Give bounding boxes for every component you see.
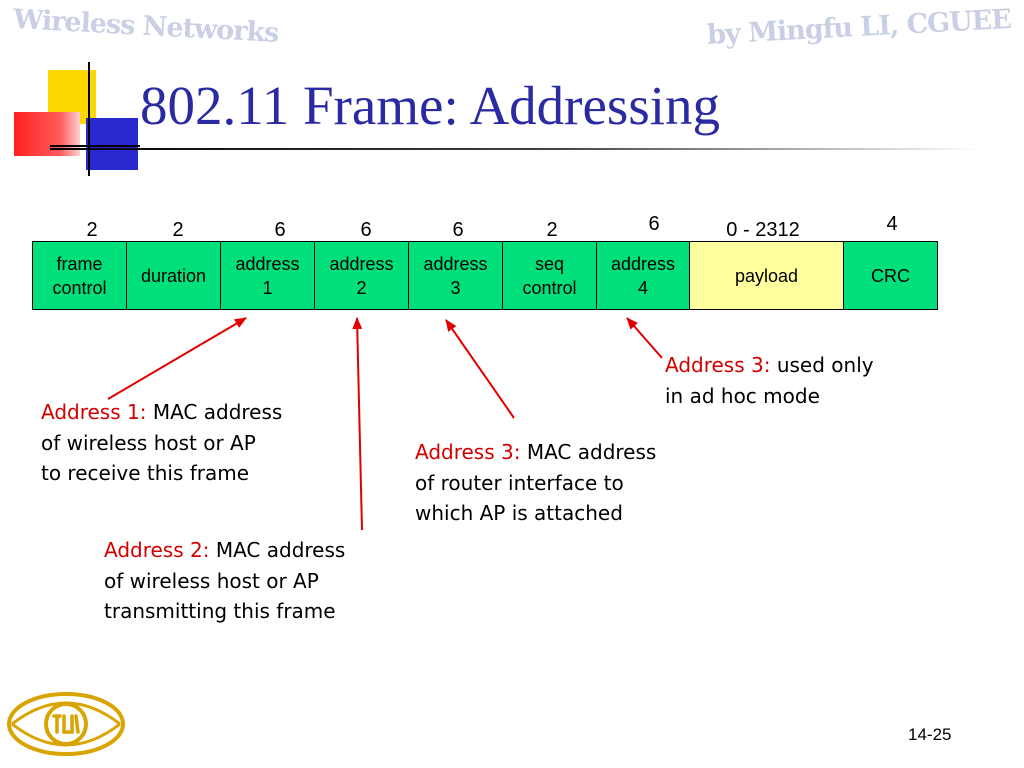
- field-duration: duration: [126, 241, 221, 310]
- field-frame-control: frame control: [32, 241, 127, 310]
- field-address-1: address 1: [220, 241, 315, 310]
- field-address-4: address 4: [596, 241, 690, 310]
- field-size-crc: 4: [886, 213, 898, 235]
- university-logo: [7, 692, 125, 756]
- arrow-address-4: [626, 317, 663, 359]
- field-size-duration: 2: [172, 219, 184, 241]
- page-number: 14-25: [908, 725, 952, 744]
- arrow-address-3: [445, 319, 515, 419]
- field-address-2: address 2: [314, 241, 409, 310]
- annotation-address-3: Address 3: MAC address of router interfa…: [415, 440, 657, 525]
- field-size-frame-control: 2: [86, 219, 98, 241]
- field-size-payload: 0 - 2312: [726, 219, 800, 241]
- field-size-seq-control: 2: [546, 219, 558, 241]
- title-divider: [50, 148, 980, 150]
- field-size-address-1: 6: [274, 219, 286, 241]
- field-size-address-3: 6: [452, 219, 464, 241]
- annotation-address-1: Address 1: MAC address of wireless host …: [41, 400, 283, 485]
- field-address-3: address 3: [408, 241, 503, 310]
- header-author: by Mingfu LI, CGUEE: [706, 4, 1012, 51]
- field-size-address-2: 6: [360, 219, 372, 241]
- annotation-address-2: Address 2: MAC address of wireless host …: [104, 538, 346, 623]
- arrow-address-2: [352, 317, 363, 531]
- title-decoration: [14, 62, 140, 176]
- annotation-address-4: Address 3: used only in ad hoc mode: [665, 353, 874, 408]
- field-seq-control: seq control: [502, 241, 597, 310]
- field-size-address-4: 6: [648, 213, 660, 235]
- field-crc: CRC: [843, 241, 938, 310]
- slide-title: 802.11 Frame: Addressing: [140, 75, 720, 136]
- arrow-address-1: [107, 317, 247, 400]
- field-payload: payload: [689, 241, 844, 310]
